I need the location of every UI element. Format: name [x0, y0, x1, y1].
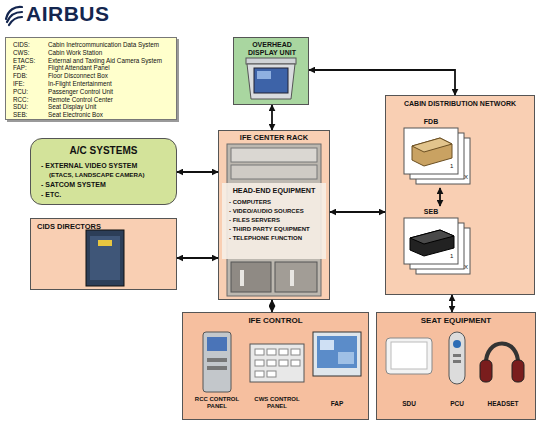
node-text: FAP: [13, 64, 27, 71]
node-text: - VIDEO/AUDIO SOURCES [229, 208, 304, 215]
cws-panel: CWS CONTROL PANEL [246, 322, 308, 418]
node-text: SEAT EQUIPMENT [377, 316, 535, 325]
node-text: (ETACS, LANDSCAPE CAMERA) [49, 171, 144, 178]
fdb-stack: FDB 1X [400, 116, 480, 188]
node-text: FDB [404, 118, 458, 126]
system-box: A/C SYSTEMS - EXTERNAL VIDEO SYSTEM(ETACS… [30, 138, 177, 205]
node-text: RCC: [13, 96, 28, 103]
node-text: PCU: [13, 88, 28, 95]
node-text: HEADSET [474, 400, 532, 407]
connector-arrow [177, 171, 218, 173]
node-text: CWS: [13, 49, 29, 56]
node-text: - TELEPHONE FUNCTION [229, 235, 302, 242]
display-box: OVERHEAD DISPLAY UNIT [233, 37, 309, 105]
node-text: Flight Attendant Panel [48, 64, 110, 71]
node-text: CIDS: [13, 41, 30, 48]
connector-arrow [451, 295, 453, 312]
node-text: Remote Control Center [48, 96, 113, 103]
connector-arrow [330, 211, 385, 213]
logo-swirl [6, 7, 22, 19]
node-text: ETACS: [13, 57, 35, 64]
pcu-unit: PCU [440, 322, 474, 418]
node-text: OVERHEAD DISPLAY UNIT [242, 41, 302, 57]
node-text: - ETC. [41, 191, 61, 199]
node-text: X [464, 264, 468, 271]
node-text: SEB: [13, 111, 27, 118]
node-text: PCU [440, 400, 474, 407]
node-text: 1 [450, 163, 453, 170]
sdu-unit: SDU [380, 322, 438, 418]
logo-mark [6, 7, 22, 25]
node-text: - THIRD PARTY EQUIPMENT [229, 226, 310, 233]
brand-label: AIRBUS [26, 2, 110, 26]
node-text: IFE CENTER RACK [219, 134, 329, 143]
node-text: HEAD-END EQUIPMENT [219, 187, 329, 195]
node-text: CWS CONTROL PANEL [246, 396, 308, 410]
node-text: - FILES SERVERS [229, 217, 280, 224]
node-text: Seat Electronic Box [48, 111, 103, 118]
logo-swirl [7, 12, 22, 22]
node-text: X [464, 174, 468, 181]
node-text: In-Flight Entertainment [48, 80, 112, 87]
rack-box: IFE CENTER RACK HEAD-END EQUIPMENT - COMPU… [218, 130, 330, 300]
node-text: - EXTERNAL VIDEO SYSTEM [41, 162, 137, 170]
connector-arrow [271, 300, 273, 312]
node-text: CABIN DISTRIBUTION NETWORK [386, 100, 534, 108]
logo-swirl [9, 17, 22, 25]
node-text: Floor Disconnect Box [48, 72, 108, 79]
node-text: FDB: [13, 72, 27, 79]
connector-arrow [271, 105, 273, 130]
node-text: SDU: [13, 103, 28, 110]
rcc-panel: RCC CONTROL PANEL [188, 322, 246, 418]
node-text: Cabin Inetrcommunication Data System [48, 41, 159, 48]
glossary-box: CIDS: Cabin Inetrcommunication Data Syste… [5, 37, 177, 120]
seb-stack: SEB 1X [400, 206, 480, 278]
control-box: IFE CONTROL RCC CONTROL PANELCWS CONTROL … [182, 312, 369, 420]
fap-panel: FAP [308, 322, 366, 418]
node-text: External and Taxiing Aid Camera System [48, 57, 162, 64]
node-text: IFE: [13, 80, 25, 87]
node-text: - SATCOM SYSTEM [41, 181, 106, 189]
node-text: 1 [450, 253, 453, 260]
network-box: CABIN DISTRIBUTION NETWORKFDB1XSEB1X [385, 95, 535, 295]
node-text: FAP [308, 400, 366, 407]
node-text: CIDS DIRECTORS [37, 223, 101, 232]
node-text: A/C SYSTEMS [31, 145, 176, 157]
node-text: SEB [404, 208, 458, 216]
directors-box: CIDS DIRECTORS [30, 218, 177, 290]
node-text: Seat Display Unit [48, 103, 96, 110]
node-text: SDU [380, 400, 438, 407]
node-text: IFE CONTROL [183, 316, 368, 325]
headset-unit: HEADSET [474, 322, 532, 418]
node-text: Passenger Control Unit [48, 88, 113, 95]
connector-arrow [309, 70, 455, 95]
node-text: RCC CONTROL PANEL [188, 396, 246, 410]
node-text: - COMPUTERS [229, 199, 271, 206]
node-text: Cabin Work Station [48, 49, 102, 56]
seat-box: SEAT EQUIPMENT SDUPCUHEADSET [376, 312, 536, 420]
connector-arrow [177, 257, 218, 259]
